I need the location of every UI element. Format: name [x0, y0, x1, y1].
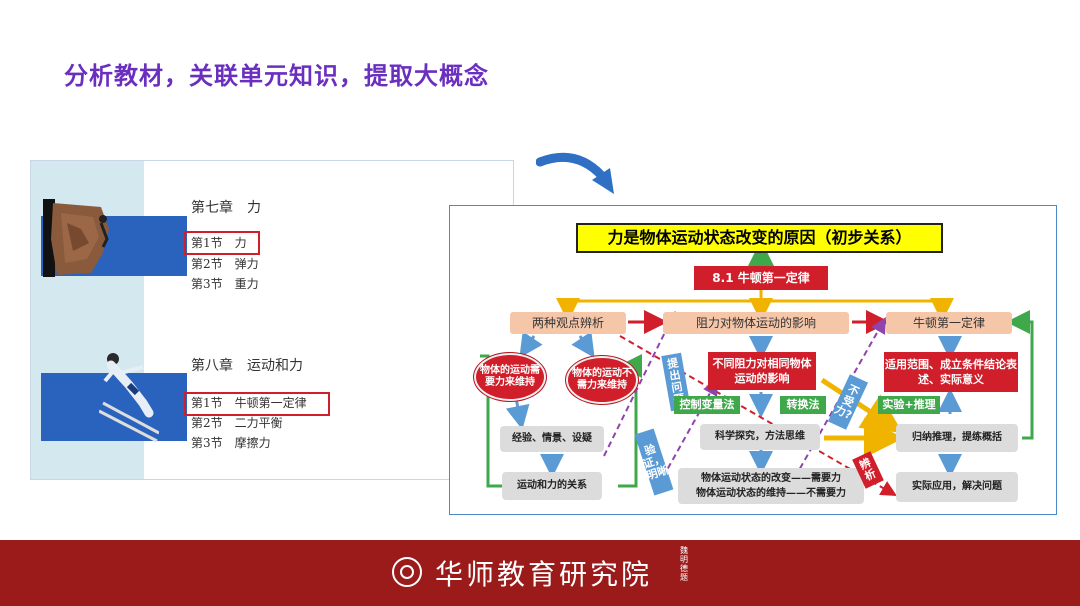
node-different-resistance: 不同阻力对相同物体运动的影响	[708, 352, 816, 390]
node-application: 实际应用，解决问题	[896, 472, 1018, 502]
chapter8-title: 第八章 运动和力	[191, 358, 303, 374]
chapter7-title: 第七章 力	[191, 200, 261, 216]
node-newton-law: 牛顿第一定律	[886, 312, 1012, 334]
ellipse-force-needed: 物体的运动需要力来维持	[474, 353, 546, 401]
institute-name: 华师教育研究院	[435, 558, 653, 591]
node-motion-force-relation: 运动和力的关系	[502, 472, 602, 500]
conclusion-line-1: 物体运动状态的改变——需要力	[701, 473, 841, 484]
method-conversion: 转换法	[780, 396, 826, 414]
lesson-node: 8.1 牛顿第一定律	[694, 266, 828, 290]
textbook-contents-panel: 第七章 力 第1节 力 第2节 弹力 第3节 重力 第八章 运动和力 第1节 牛…	[30, 160, 514, 480]
chapter7-section-3: 第3节 重力	[191, 277, 259, 291]
footer-bar	[0, 540, 1080, 606]
chapter8-band	[41, 373, 187, 441]
chapter8-section-2: 第2节 二力平衡	[191, 416, 283, 430]
chapter8-section-3: 第3节 摩擦力	[191, 436, 271, 450]
chapter7-section-2: 第2节 弹力	[191, 257, 259, 271]
chapter8-section-1: 第1节 牛顿第一定律	[191, 396, 307, 410]
node-resistance-effect: 阻力对物体运动的影响	[663, 312, 849, 334]
curved-arrow-icon	[536, 152, 614, 194]
node-conclusion: 物体运动状态的改变——需要力 物体运动状态的维持——不需要力	[678, 468, 864, 504]
chapter7-section-1: 第1节 力	[191, 236, 247, 250]
highlight-box-newton	[184, 392, 330, 416]
institute-logo-inner	[400, 565, 414, 579]
method-control-variable: 控制变量法	[674, 396, 740, 414]
ski-jumper-image	[99, 353, 159, 443]
node-newton-scope: 适用范围、成立条件结论表述、实际意义	[884, 352, 1018, 392]
method-experiment-reasoning: 实验+推理	[878, 396, 940, 414]
concept-map-panel: 力是物体运动状态改变的原因（初步关系） 8.1 牛顿第一定律 两种观点辨析 阻力…	[449, 205, 1057, 515]
highlight-box-force	[184, 231, 260, 255]
node-scientific-inquiry: 科学探究，方法思维	[700, 424, 820, 450]
ellipse-force-not-needed: 物体的运动不需力来维持	[566, 356, 638, 404]
institute-logo-icon	[392, 557, 422, 587]
page-title: 分析教材，关联单元知识，提取大概念	[64, 62, 489, 90]
calligraphy-signature: 魏明德题	[680, 546, 688, 582]
map-main-title: 力是物体运动状态改变的原因（初步关系）	[576, 223, 943, 253]
rock-climber-image	[43, 199, 109, 277]
node-induction: 归纳推理，提练概括	[896, 424, 1018, 452]
node-experience: 经验、情景、设疑	[500, 426, 604, 452]
conclusion-line-2: 物体运动状态的维持——不需要力	[696, 488, 846, 499]
node-two-views: 两种观点辨析	[510, 312, 626, 334]
